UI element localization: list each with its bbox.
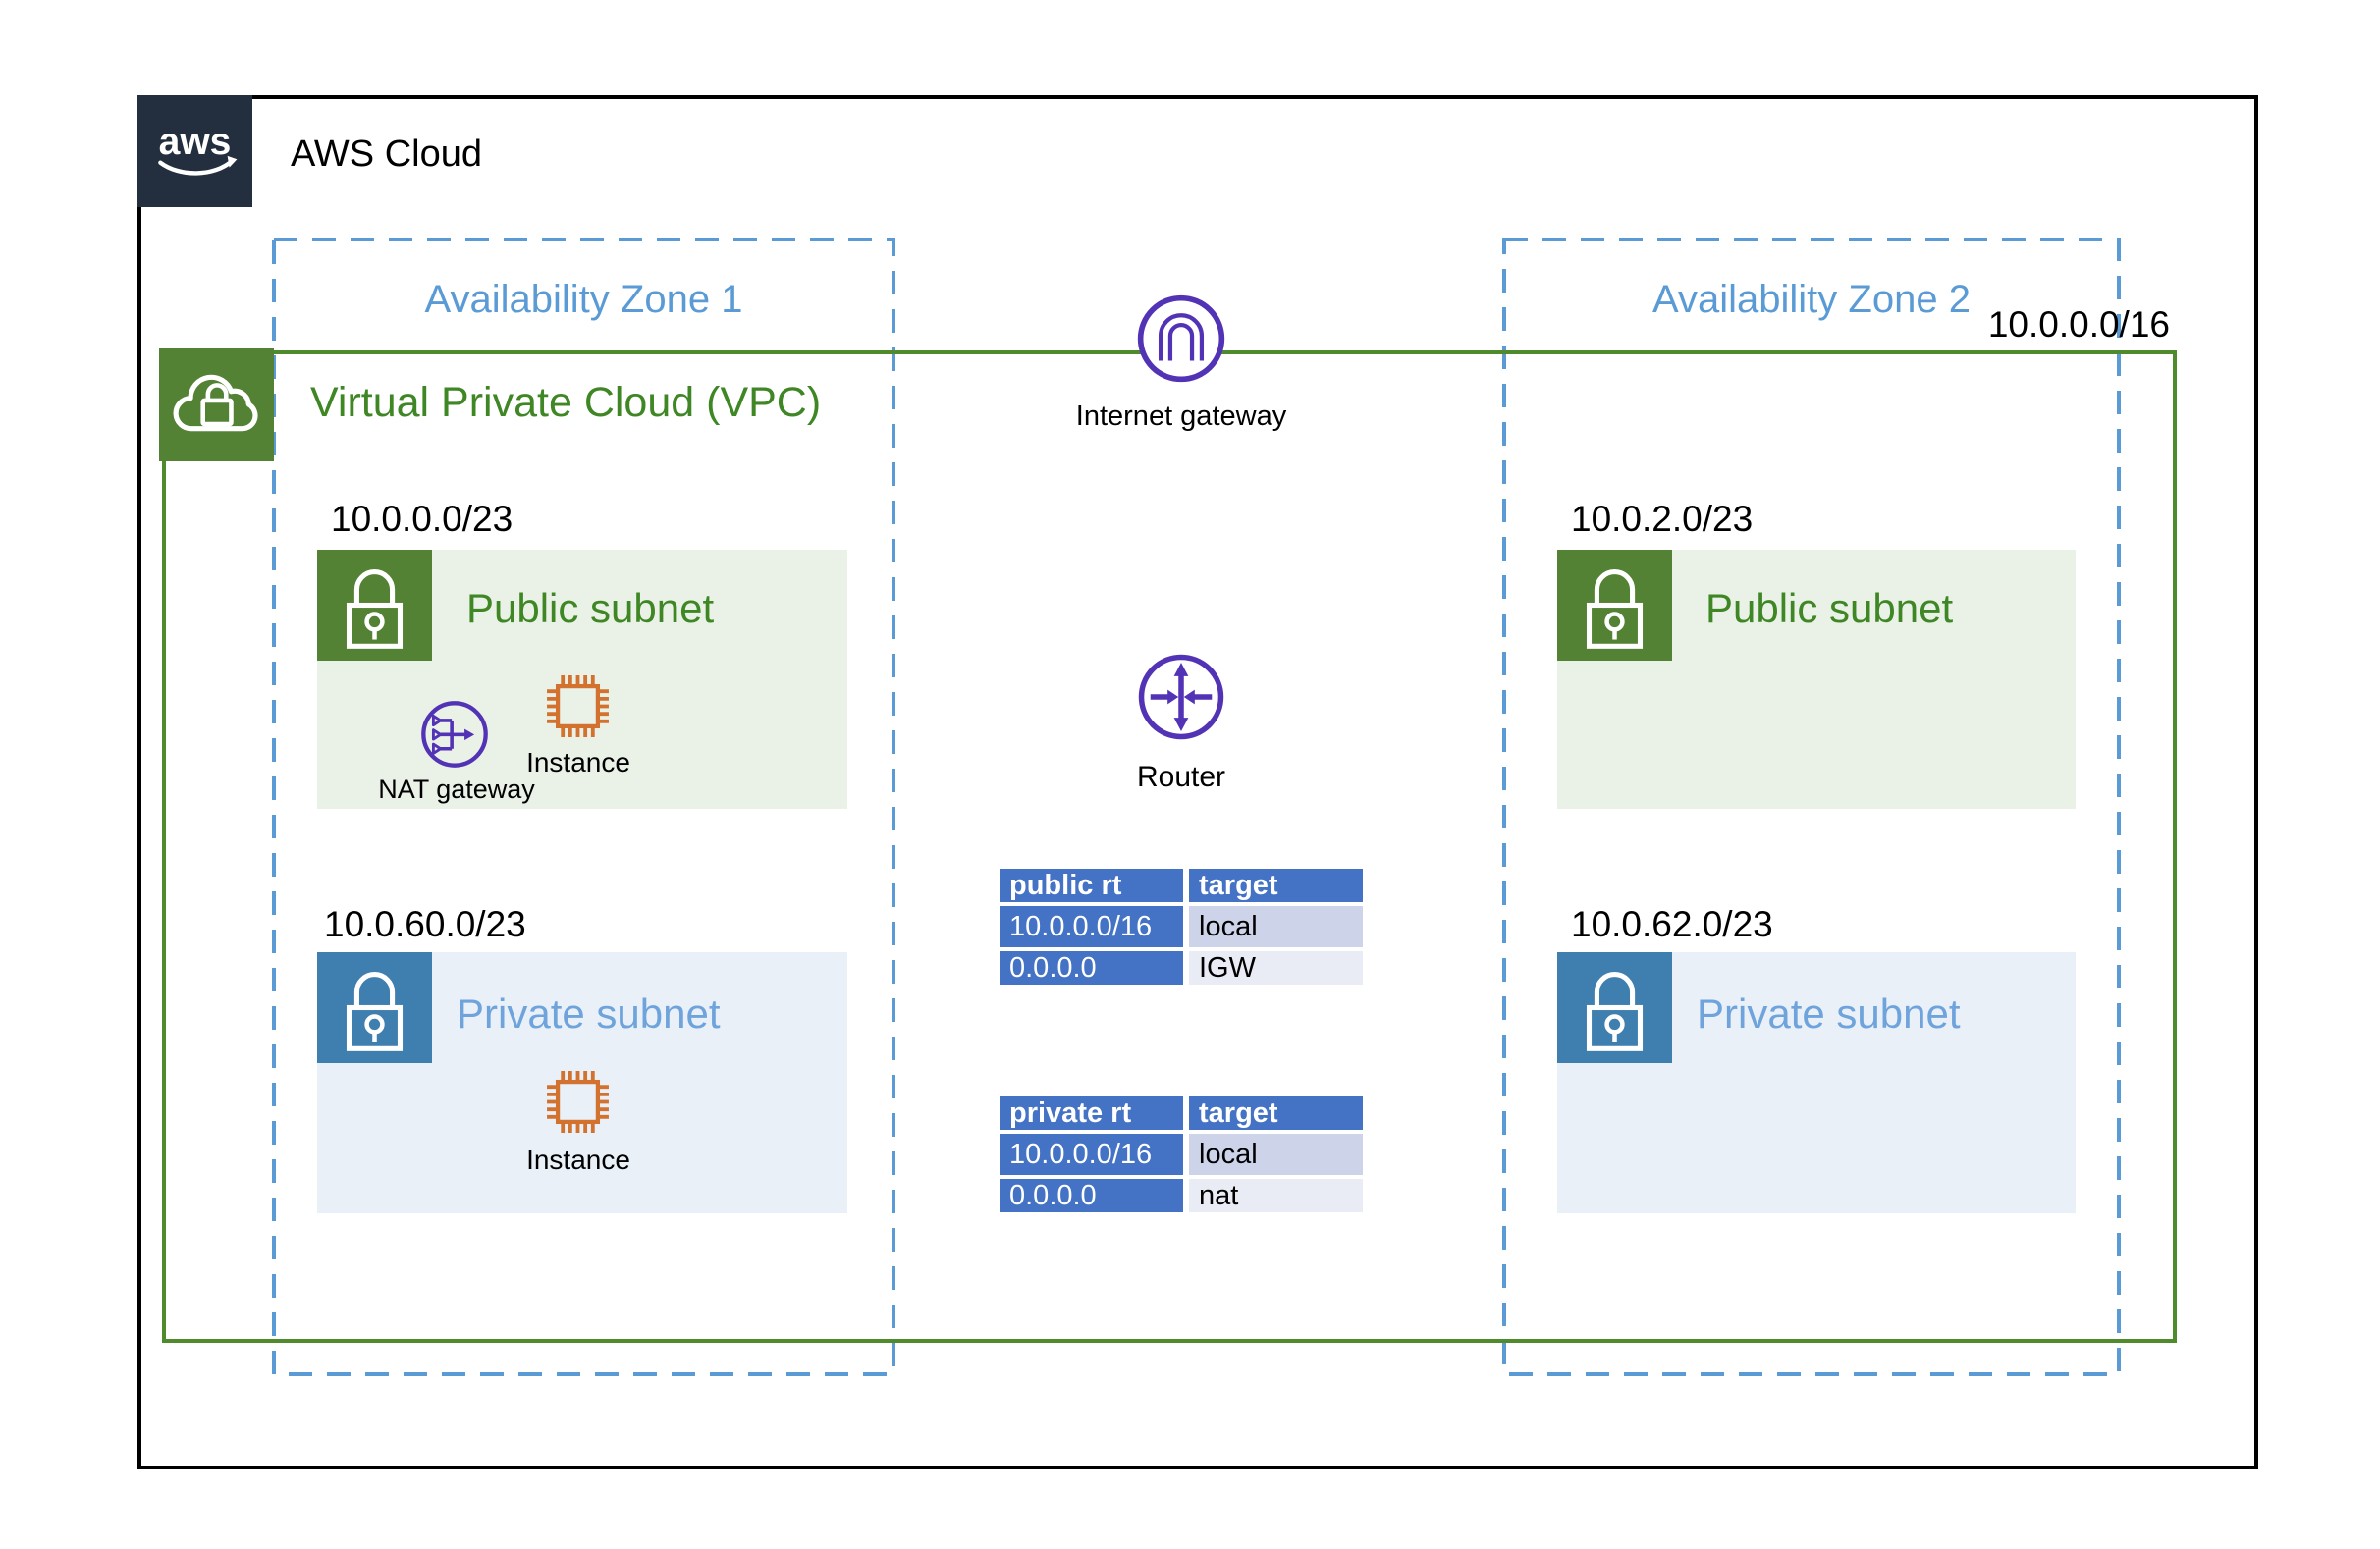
public-rt-row-target: IGW (1189, 951, 1363, 985)
aws-cloud-box (137, 95, 2258, 1469)
az1-public-subnet-title: Public subnet (466, 585, 715, 631)
public-subnet-lock-icon (1557, 550, 1672, 661)
availability-zone-1-label: Availability Zone 1 (424, 278, 743, 321)
instance-label-public: Instance (526, 747, 630, 777)
az2-public-subnet-cidr: 10.0.2.0/23 (1571, 499, 1754, 539)
az2-private-subnet-title: Private subnet (1697, 990, 1961, 1037)
nat-gateway-label: NAT gateway (378, 774, 535, 804)
instance-chip-icon-private (536, 1060, 620, 1144)
aws-logo-text: aws (159, 121, 232, 163)
az1-private-subnet-title: Private subnet (457, 990, 721, 1037)
nat-gateway-icon (419, 699, 490, 770)
az2-public-subnet-title: Public subnet (1705, 585, 1954, 631)
router-label: Router (1136, 761, 1226, 793)
vpc-cloud-lock-icon (159, 348, 274, 461)
private-rt-name-header: private rt (1000, 1096, 1183, 1130)
private-subnet-lock-icon (1557, 952, 1672, 1063)
instance-chip-icon-public (536, 665, 620, 748)
public-subnet-lock-icon (317, 550, 432, 661)
az1-private-subnet-cidr: 10.0.60.0/23 (324, 904, 526, 944)
router-icon (1136, 652, 1226, 742)
availability-zone-1-box (272, 238, 895, 1376)
aws-logo-icon: aws (137, 95, 252, 207)
public-rt-name-header: public rt (1000, 869, 1183, 902)
vpc-label: Virtual Private Cloud (VPC) (310, 379, 822, 426)
private-rt-row-target: nat (1189, 1179, 1363, 1212)
instance-label-private: Instance (526, 1145, 630, 1175)
public-rt-row-dest: 0.0.0.0 (1000, 951, 1183, 985)
availability-zone-2-box (1502, 238, 2121, 1376)
az1-public-subnet-cidr: 10.0.0.0/23 (331, 499, 514, 539)
internet-gateway-label: Internet gateway (1075, 401, 1287, 432)
private-subnet-lock-icon (317, 952, 432, 1063)
private-route-table: private rt target 10.0.0.0/16 local 0.0.… (1000, 1096, 1363, 1212)
public-rt-row-target: local (1189, 906, 1363, 947)
vpc-cidr: 10.0.0.0/16 (1987, 304, 2170, 345)
private-rt-row-dest: 10.0.0.0/16 (1000, 1134, 1183, 1175)
public-rt-target-header: target (1189, 869, 1363, 902)
az2-private-subnet-cidr: 10.0.62.0/23 (1571, 904, 1773, 944)
availability-zone-2-label: Availability Zone 2 (1652, 278, 1971, 321)
private-rt-row-target: local (1189, 1134, 1363, 1175)
public-route-table: public rt target 10.0.0.0/16 local 0.0.0… (1000, 869, 1363, 985)
public-rt-row-dest: 10.0.0.0/16 (1000, 906, 1183, 947)
private-rt-target-header: target (1189, 1096, 1363, 1130)
private-rt-row-dest: 0.0.0.0 (1000, 1179, 1183, 1212)
internet-gateway-icon (1135, 293, 1227, 385)
aws-cloud-title: AWS Cloud (291, 134, 482, 175)
